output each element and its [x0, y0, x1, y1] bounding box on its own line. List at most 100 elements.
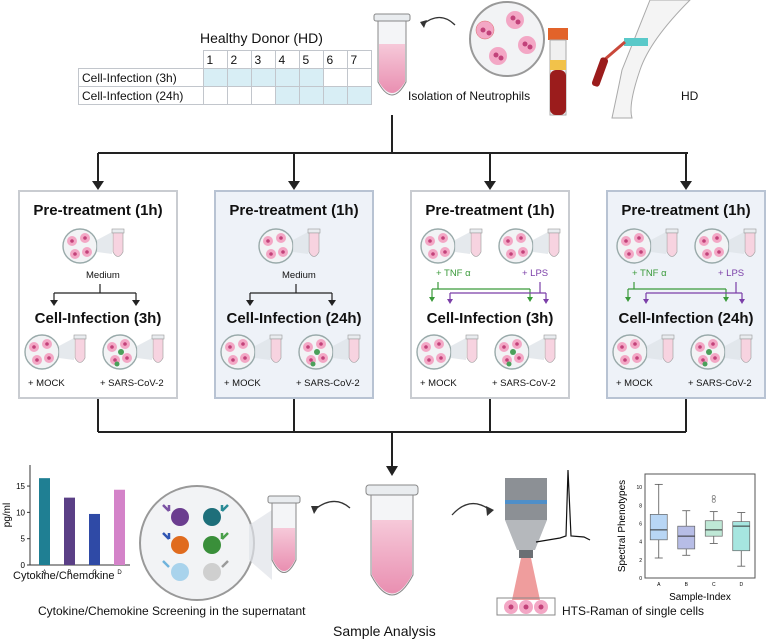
- neutrophils-icon: [420, 228, 483, 264]
- arm-icon: [591, 0, 691, 119]
- table-row: Cell-Infection (3h): [78, 68, 372, 87]
- tnf-label: + TNF α: [436, 268, 471, 279]
- microscope-objective-icon: [496, 478, 556, 616]
- infection-title: Cell-Infection (24h): [618, 310, 754, 327]
- bar: [39, 478, 50, 565]
- x-tick-label: D: [117, 570, 122, 576]
- tube-icon: [373, 13, 411, 96]
- raman-spectrum-line: [535, 469, 591, 543]
- sars-cov-2-label: + SARS-CoV-2: [296, 378, 360, 389]
- y-tick-label: 5: [21, 535, 26, 544]
- row-label: Cell-Infection (24h): [78, 86, 204, 105]
- infection-title: Cell-Infection (3h): [426, 310, 554, 327]
- outlier-point: [711, 498, 716, 503]
- bar-chart-xlabel: Cytokine/Chemokine: [13, 570, 115, 582]
- x-tick-label: B: [67, 570, 71, 576]
- y-tick-label: 0: [21, 561, 26, 570]
- panel-illustration: [416, 228, 561, 370]
- pretreatment-title: Pre-treatment (1h): [33, 202, 163, 219]
- pretreatment-title: Pre-treatment (1h): [425, 202, 555, 219]
- donor-cell: [346, 86, 372, 105]
- hd-label: HD: [681, 89, 699, 103]
- donor-cell: [250, 68, 276, 87]
- donor-cell: [322, 86, 348, 105]
- raman-caption: HTS-Raman of single cells: [562, 604, 705, 618]
- x-tick-label: A: [657, 582, 661, 588]
- pretreatment-title: Pre-treatment (1h): [229, 202, 359, 219]
- stimulation-arrows: [431, 282, 547, 300]
- y-tick-label: 2: [639, 558, 642, 564]
- neutrophils-icon: [24, 334, 87, 370]
- x-tick-label: B: [685, 582, 689, 588]
- donor-cell: [274, 68, 300, 87]
- y-tick-label: 4: [639, 540, 642, 546]
- neutrophils-icon: [498, 228, 561, 264]
- box: [704, 520, 723, 537]
- y-axis-label: pg/ml: [2, 503, 13, 527]
- mock-label: + MOCK: [28, 378, 65, 389]
- y-tick-label: 0: [639, 576, 642, 582]
- tube-icon: [365, 484, 419, 596]
- y-tick-label: 15: [16, 482, 25, 491]
- box: [732, 521, 751, 552]
- mock-label: + MOCK: [420, 378, 457, 389]
- neutrophils-icon: [62, 228, 125, 264]
- mock-label: + MOCK: [224, 378, 261, 389]
- outlier-point: [711, 495, 716, 500]
- table-row: Cell-Infection (24h): [78, 86, 372, 105]
- sars-cov-2-label: + SARS-CoV-2: [492, 378, 556, 389]
- infected-neutrophils-icon: [690, 334, 753, 370]
- neutrophils-icon: [616, 228, 679, 264]
- box: [649, 514, 668, 541]
- bead-magnifier-icon: [139, 485, 272, 601]
- medium-label: Medium: [282, 270, 316, 281]
- donor-cell: [298, 68, 324, 87]
- infected-neutrophils-icon: [102, 334, 165, 370]
- infected-neutrophils-icon: [494, 334, 557, 370]
- donor-cell: [202, 68, 228, 87]
- lps-label: + LPS: [522, 268, 549, 279]
- neutrophils-icon: [220, 334, 283, 370]
- y-tick-label: 10: [636, 485, 642, 491]
- y-tick-label: 10: [16, 508, 25, 517]
- bar-chart: 0 5 10 15 pg/mlA B C D: [2, 465, 130, 576]
- pretreatment-title: Pre-treatment (1h): [621, 202, 751, 219]
- sars-cov-2-label: + SARS-CoV-2: [100, 378, 164, 389]
- infection-title: Cell-Infection (24h): [226, 310, 362, 327]
- panel-3: Pre-treatment (1h) Cell-Infection (3h) + …: [410, 190, 570, 399]
- sars-cov-2-label: + SARS-CoV-2: [688, 378, 752, 389]
- x-tick-label: A: [42, 570, 46, 576]
- row-label: Cell-Infection (3h): [78, 68, 204, 87]
- x-tick-label: D: [739, 582, 743, 588]
- donor-header-row: 1 2 3 4 5 6 7: [78, 50, 372, 69]
- healthy-donor-title: Healthy Donor (HD): [200, 30, 323, 46]
- stimulation-arrows: [627, 282, 743, 300]
- infection-title: Cell-Infection (3h): [34, 310, 162, 327]
- box: [677, 525, 696, 550]
- y-tick-label: 8: [639, 503, 642, 509]
- cytokine-caption: Cytokine/Chemokine Screening in the supe…: [38, 604, 306, 618]
- donor-table: 1 2 3 4 5 6 7 Cell-Infection (3h) Cell-I…: [78, 50, 372, 105]
- neutrophils-icon: [694, 228, 757, 264]
- panel-illustration: [220, 228, 361, 370]
- bar: [64, 497, 75, 565]
- blood-tube-icon: [548, 28, 568, 116]
- sample-analysis-title: Sample Analysis: [333, 623, 436, 639]
- neutrophils-icon: [416, 334, 479, 370]
- x-tick-label: C: [712, 582, 716, 588]
- neutrophil-magnifier-icon: [469, 1, 545, 77]
- panel-illustration: [24, 228, 165, 370]
- lps-label: + LPS: [718, 268, 745, 279]
- bar: [114, 489, 125, 565]
- y-axis-label: Spectral Phenotypes: [617, 480, 628, 572]
- panel-2: Pre-treatment (1h) Cell-Infection (24h) M…: [214, 190, 374, 399]
- infected-neutrophils-icon: [298, 334, 361, 370]
- panel-illustration: [612, 228, 757, 370]
- x-tick-label: C: [92, 570, 97, 576]
- panel-4: Pre-treatment (1h) Cell-Infection (24h) +…: [606, 190, 766, 399]
- tnf-label: + TNF α: [632, 268, 667, 279]
- panel-1: Pre-treatment (1h)Cell-Infection (3h) Me…: [18, 190, 178, 399]
